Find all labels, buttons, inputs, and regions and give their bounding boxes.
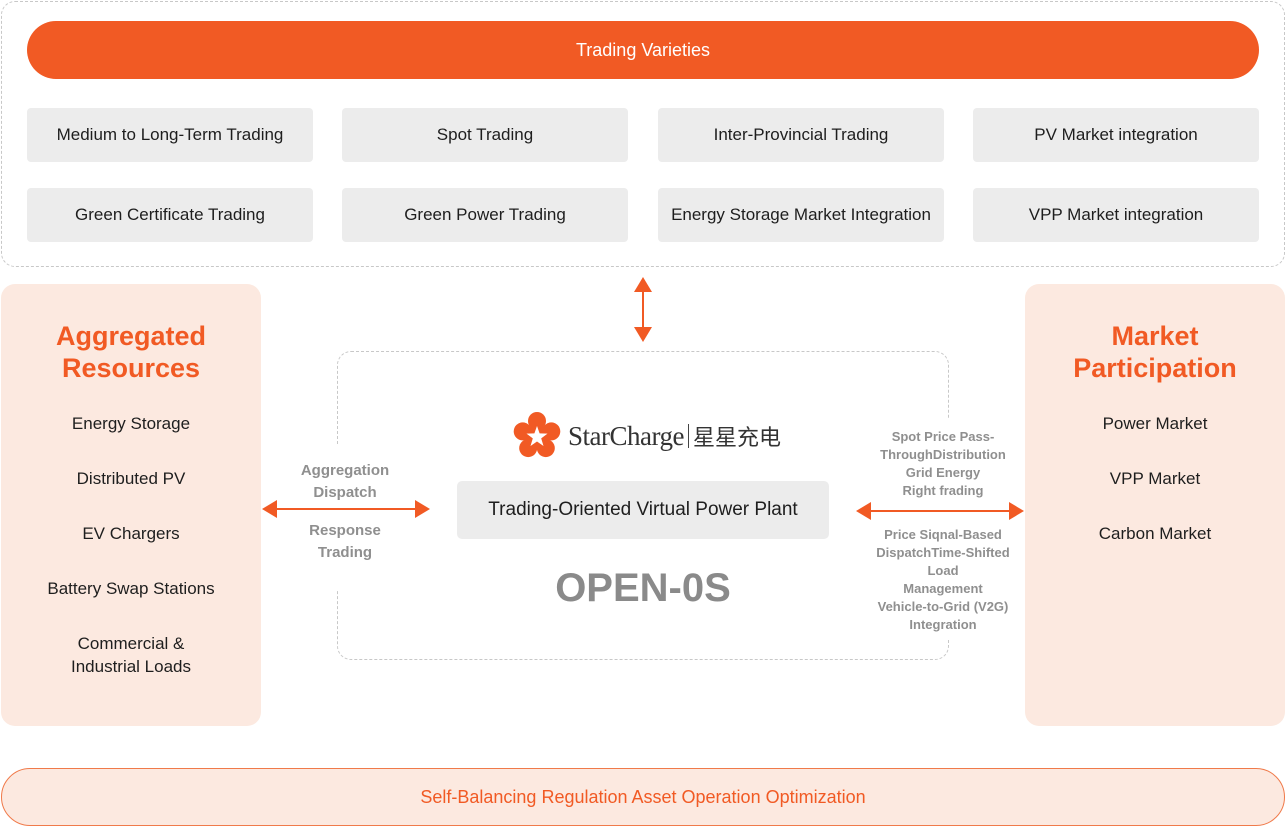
market-participation-title: Market Participation (1025, 320, 1285, 384)
resource-item: Commercial & (77, 634, 185, 653)
variety-medium-long-term: Medium to Long-Term Trading (27, 108, 313, 162)
label-line: Load (927, 563, 959, 578)
right-double-arrow (856, 502, 1024, 520)
label-line: Spot Price Pass- (891, 429, 995, 444)
resource-item: EV Chargers (82, 524, 180, 543)
label-line: Right frading (902, 483, 984, 498)
trading-varieties-panel (1, 1, 1285, 267)
right-connector-top-label: Spot Price Pass- ThroughDistribution Gri… (858, 428, 1028, 500)
logo-divider (687, 424, 689, 448)
border-gap-right (940, 418, 960, 640)
market-item: Power Market (1102, 414, 1208, 433)
trading-varieties-header: Trading Varieties (27, 21, 1259, 79)
variety-green-certificate: Green Certificate Trading (27, 188, 313, 242)
variety-pv-market: PV Market integration (973, 108, 1259, 162)
title-line-2: Resources (61, 353, 201, 383)
title-line-1: Market (1111, 321, 1199, 351)
title-line-1: Aggregated (55, 321, 207, 351)
right-connector-bottom-label: Price Siqnal-Based DispatchTime-Shifted … (858, 526, 1028, 634)
open-os-title: OPEN-0S (555, 566, 731, 610)
label-line: Dispatch (313, 484, 377, 501)
resource-item: Industrial Loads (70, 657, 192, 676)
left-connector-bottom-label: Response Trading (270, 520, 420, 564)
variety-vpp-market: VPP Market integration (973, 188, 1259, 242)
variety-energy-storage-market: Energy Storage Market Integration (658, 188, 944, 242)
starcharge-flower-icon (513, 412, 561, 458)
logo-chinese: 星星充电 (692, 426, 781, 451)
vertical-double-arrow (634, 277, 652, 342)
label-line: Aggregation (300, 462, 390, 479)
label-line: Price Siqnal-Based (884, 527, 1002, 542)
label-line: ThroughDistribution (880, 447, 1006, 462)
label-line: Management (903, 581, 983, 596)
resource-item: Battery Swap Stations (47, 579, 215, 598)
label-line: DispatchTime-Shifted (876, 545, 1010, 560)
label-line: Integration (909, 617, 977, 632)
label-line: Trading (317, 544, 373, 561)
vpp-label-box: Trading-Oriented Virtual Power Plant (457, 481, 829, 539)
border-gap-left (330, 445, 350, 590)
resource-item: Distributed PV (76, 469, 186, 488)
variety-spot: Spot Trading (342, 108, 628, 162)
variety-green-power: Green Power Trading (342, 188, 628, 242)
label-line: Grid Energy (905, 465, 981, 480)
starcharge-logo: StarCharge 星星充电 (512, 410, 781, 462)
label-line: Vehicle-to-Grid (V2G) (877, 599, 1009, 614)
left-connector-top-label: Aggregation Dispatch (270, 460, 420, 504)
market-item: VPP Market (1109, 469, 1201, 488)
self-balancing-bar: Self-Balancing Regulation Asset Operatio… (1, 768, 1285, 826)
logo-wordmark: StarCharge (568, 420, 684, 451)
aggregated-resources-panel: Aggregated Resources Energy Storage Dist… (1, 284, 261, 726)
aggregated-resources-title: Aggregated Resources (1, 320, 261, 384)
market-participation-panel: Market Participation Power Market VPP Ma… (1025, 284, 1285, 726)
left-double-arrow (262, 500, 430, 518)
market-item: Carbon Market (1098, 524, 1212, 543)
resource-item: Energy Storage (71, 414, 191, 433)
title-line-2: Participation (1073, 353, 1237, 383)
variety-inter-provincial: Inter-Provincial Trading (658, 108, 944, 162)
label-line: Response (309, 522, 381, 539)
